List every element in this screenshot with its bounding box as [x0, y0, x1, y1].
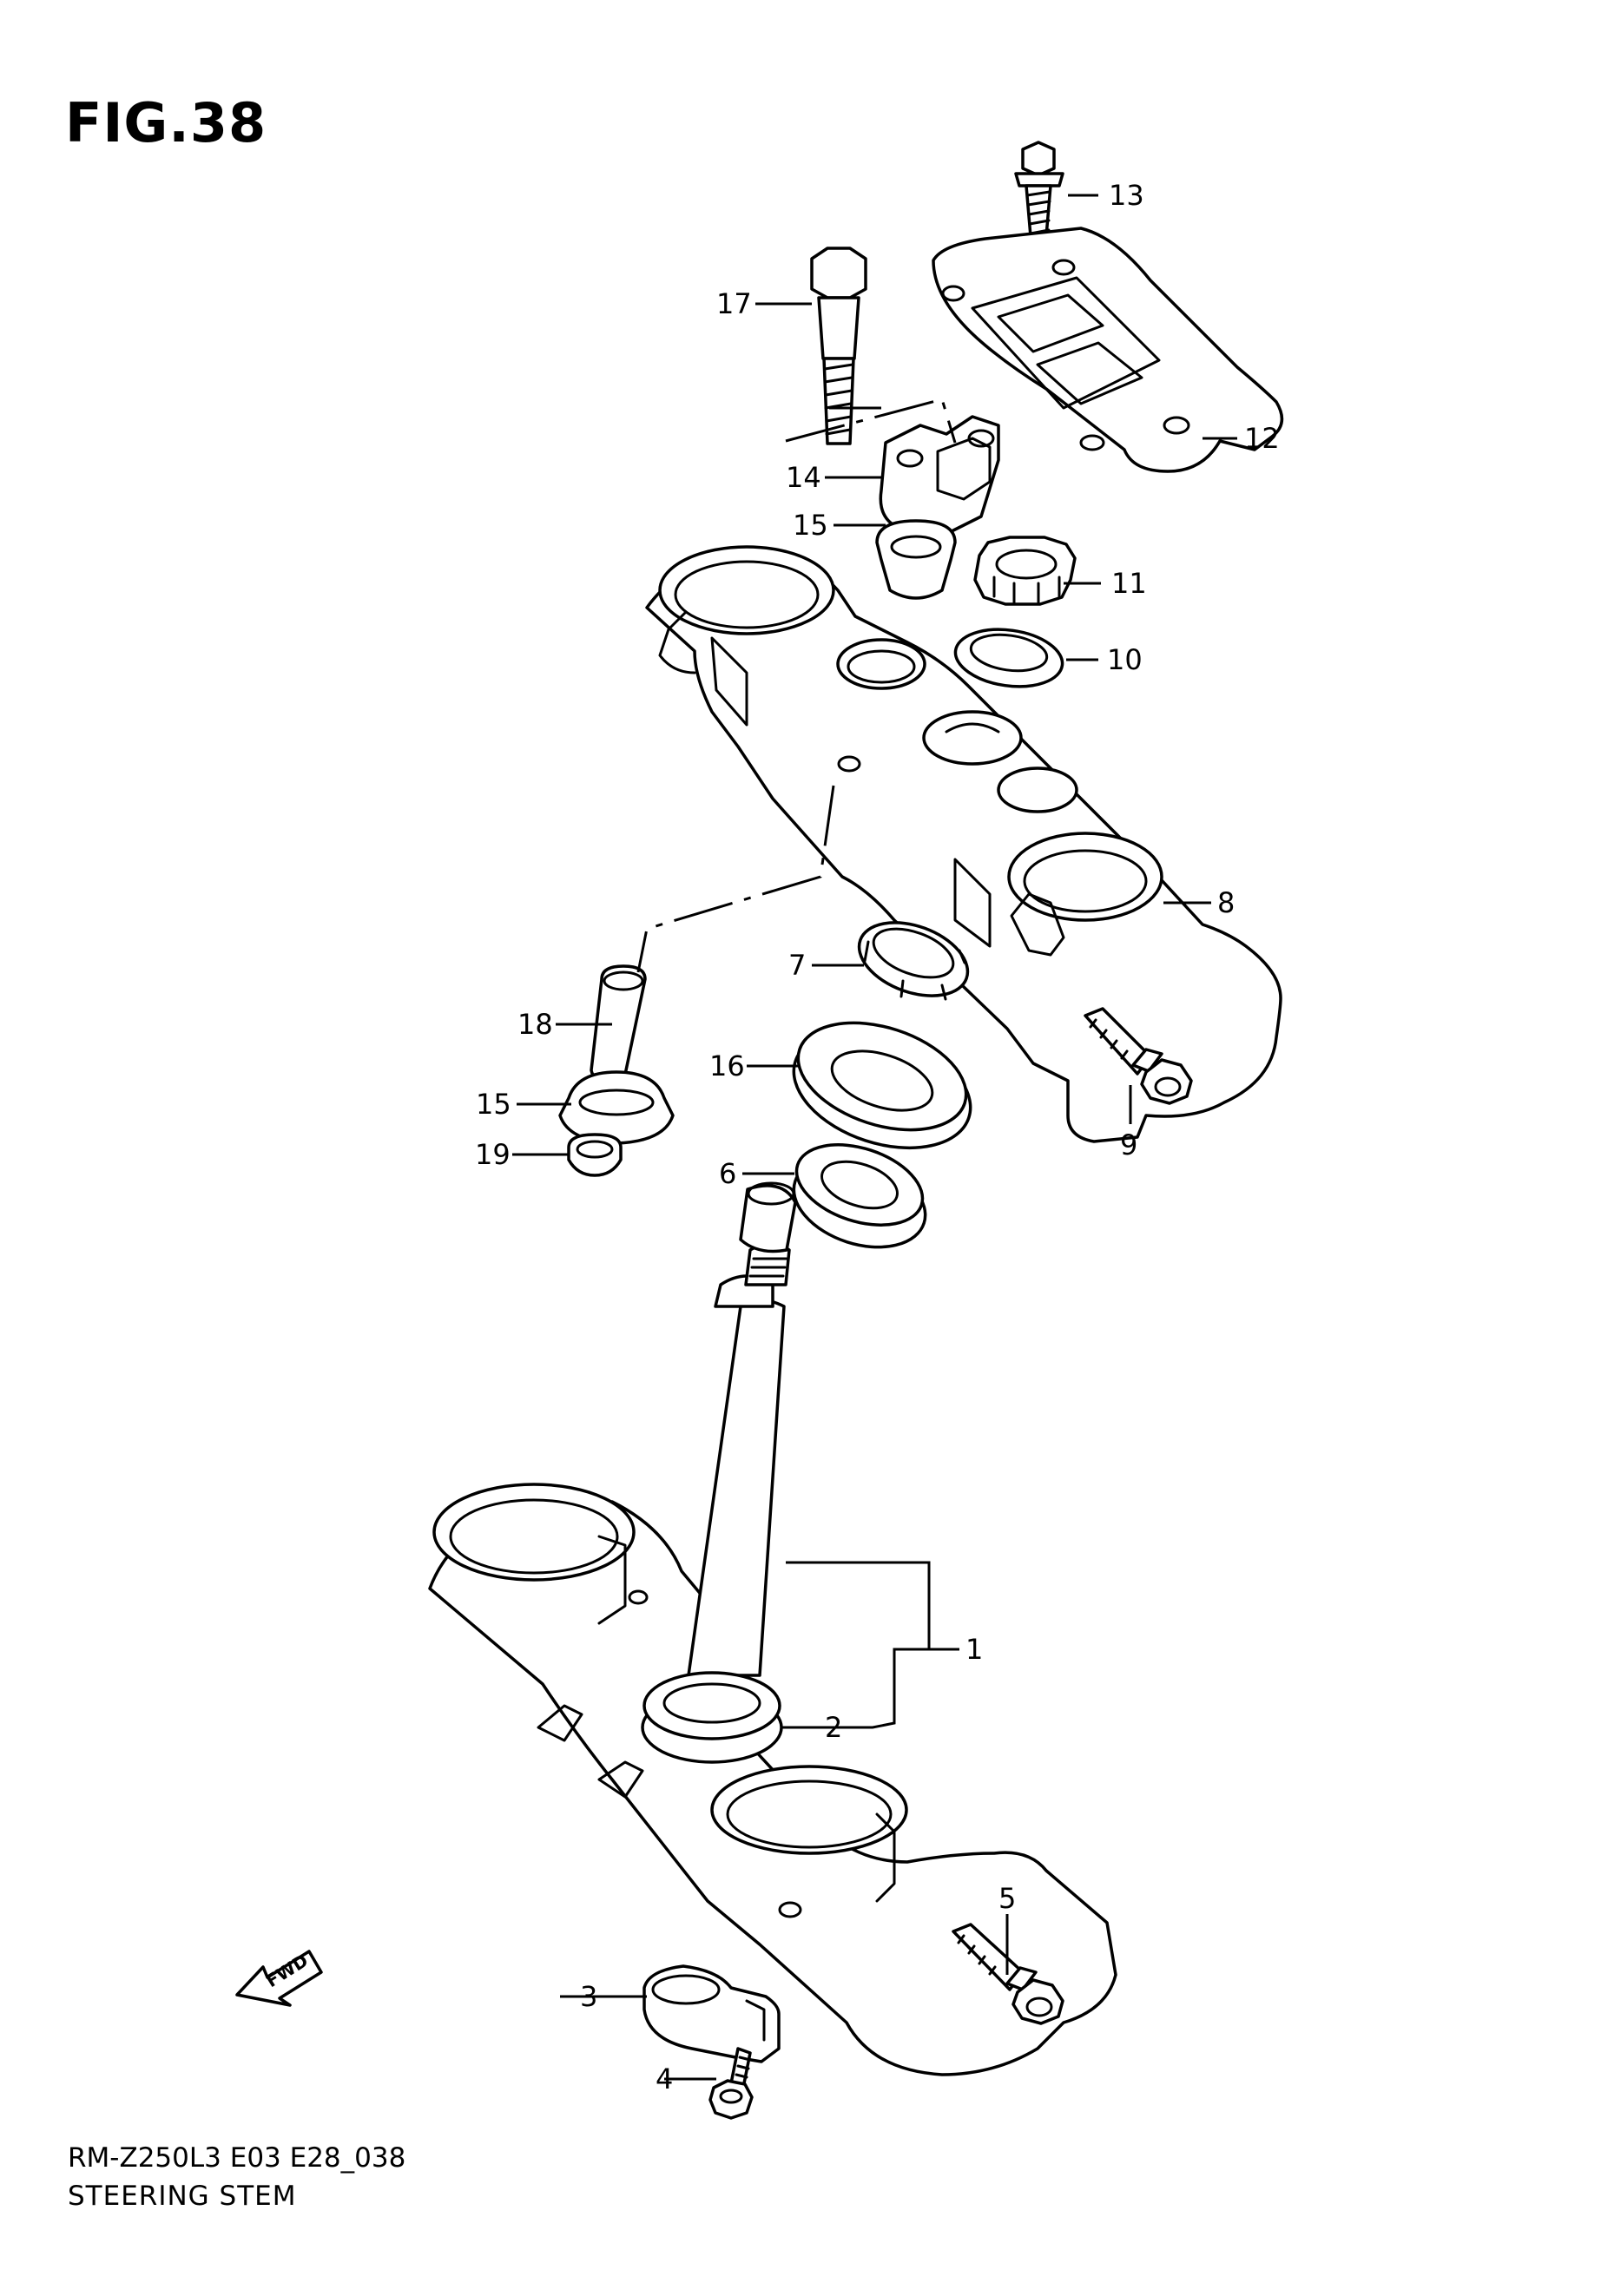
callout-12: 12	[1244, 422, 1280, 455]
fwd-arrow-icon: FWD	[235, 1950, 323, 2007]
part-19-rubber[interactable]	[567, 1133, 623, 1177]
callout-18: 18	[517, 1008, 553, 1041]
callout-16: 16	[709, 1049, 745, 1082]
callout-6: 6	[719, 1157, 736, 1190]
callout-13: 13	[1109, 179, 1144, 212]
callout-3: 3	[580, 1980, 597, 2013]
callout-7: 7	[788, 949, 806, 982]
callout-19: 19	[475, 1138, 511, 1171]
part-15-rubber-lower[interactable]	[558, 1070, 675, 1145]
callout-4: 4	[656, 2062, 673, 2095]
part-6-bearing-upper[interactable]	[782, 1130, 937, 1263]
callout-11: 11	[1111, 567, 1147, 600]
callout-8: 8	[1217, 886, 1235, 919]
callout-15-lower: 15	[476, 1088, 511, 1121]
callout-14: 14	[786, 461, 821, 494]
part-3-cable-guide[interactable]	[642, 1964, 781, 2063]
part-15-rubber-upper[interactable]	[875, 519, 957, 600]
part-5-bolt[interactable]	[952, 1923, 1064, 2025]
part-17-bolt[interactable]	[810, 247, 867, 445]
part-10-washer[interactable]	[952, 623, 1066, 694]
callout-9: 9	[1120, 1128, 1137, 1161]
callout-labels: 13 17 12 14 15 11 10 8 7 9 18 16 15 19 6…	[475, 179, 1280, 2095]
callout-5: 5	[998, 1882, 1016, 1915]
part-4-bolt[interactable]	[708, 2047, 754, 2120]
part-9-bolt[interactable]	[1084, 1007, 1193, 1105]
part-14-holder[interactable]	[879, 415, 1000, 536]
alignment-line-17-14	[785, 398, 957, 444]
figure-assembly-name: STEERING STEM	[68, 2181, 297, 2212]
part-1-steering-stem[interactable]	[428, 1181, 1117, 2076]
callout-2: 2	[825, 1711, 842, 1744]
figure-model-code: RM-Z250L3 E03 E28_038	[68, 2142, 406, 2174]
part-11-nut[interactable]	[973, 536, 1077, 606]
callout-1: 1	[965, 1633, 983, 1666]
leader-lines	[512, 194, 1237, 2081]
figure-title: FIG.38	[65, 91, 267, 155]
part-16-dust-seal[interactable]	[779, 1003, 985, 1169]
callout-10: 10	[1107, 643, 1143, 676]
callout-17: 17	[716, 287, 752, 320]
callout-15-upper: 15	[793, 509, 828, 542]
part-7-lock-nut[interactable]	[849, 909, 978, 1010]
part-2-bearing-lower[interactable]	[641, 1671, 783, 1764]
part-12-handlebar-clamp[interactable]	[932, 227, 1284, 473]
part-8-upper-bracket[interactable]	[645, 545, 1282, 1143]
alignment-line-8-18	[636, 785, 835, 973]
